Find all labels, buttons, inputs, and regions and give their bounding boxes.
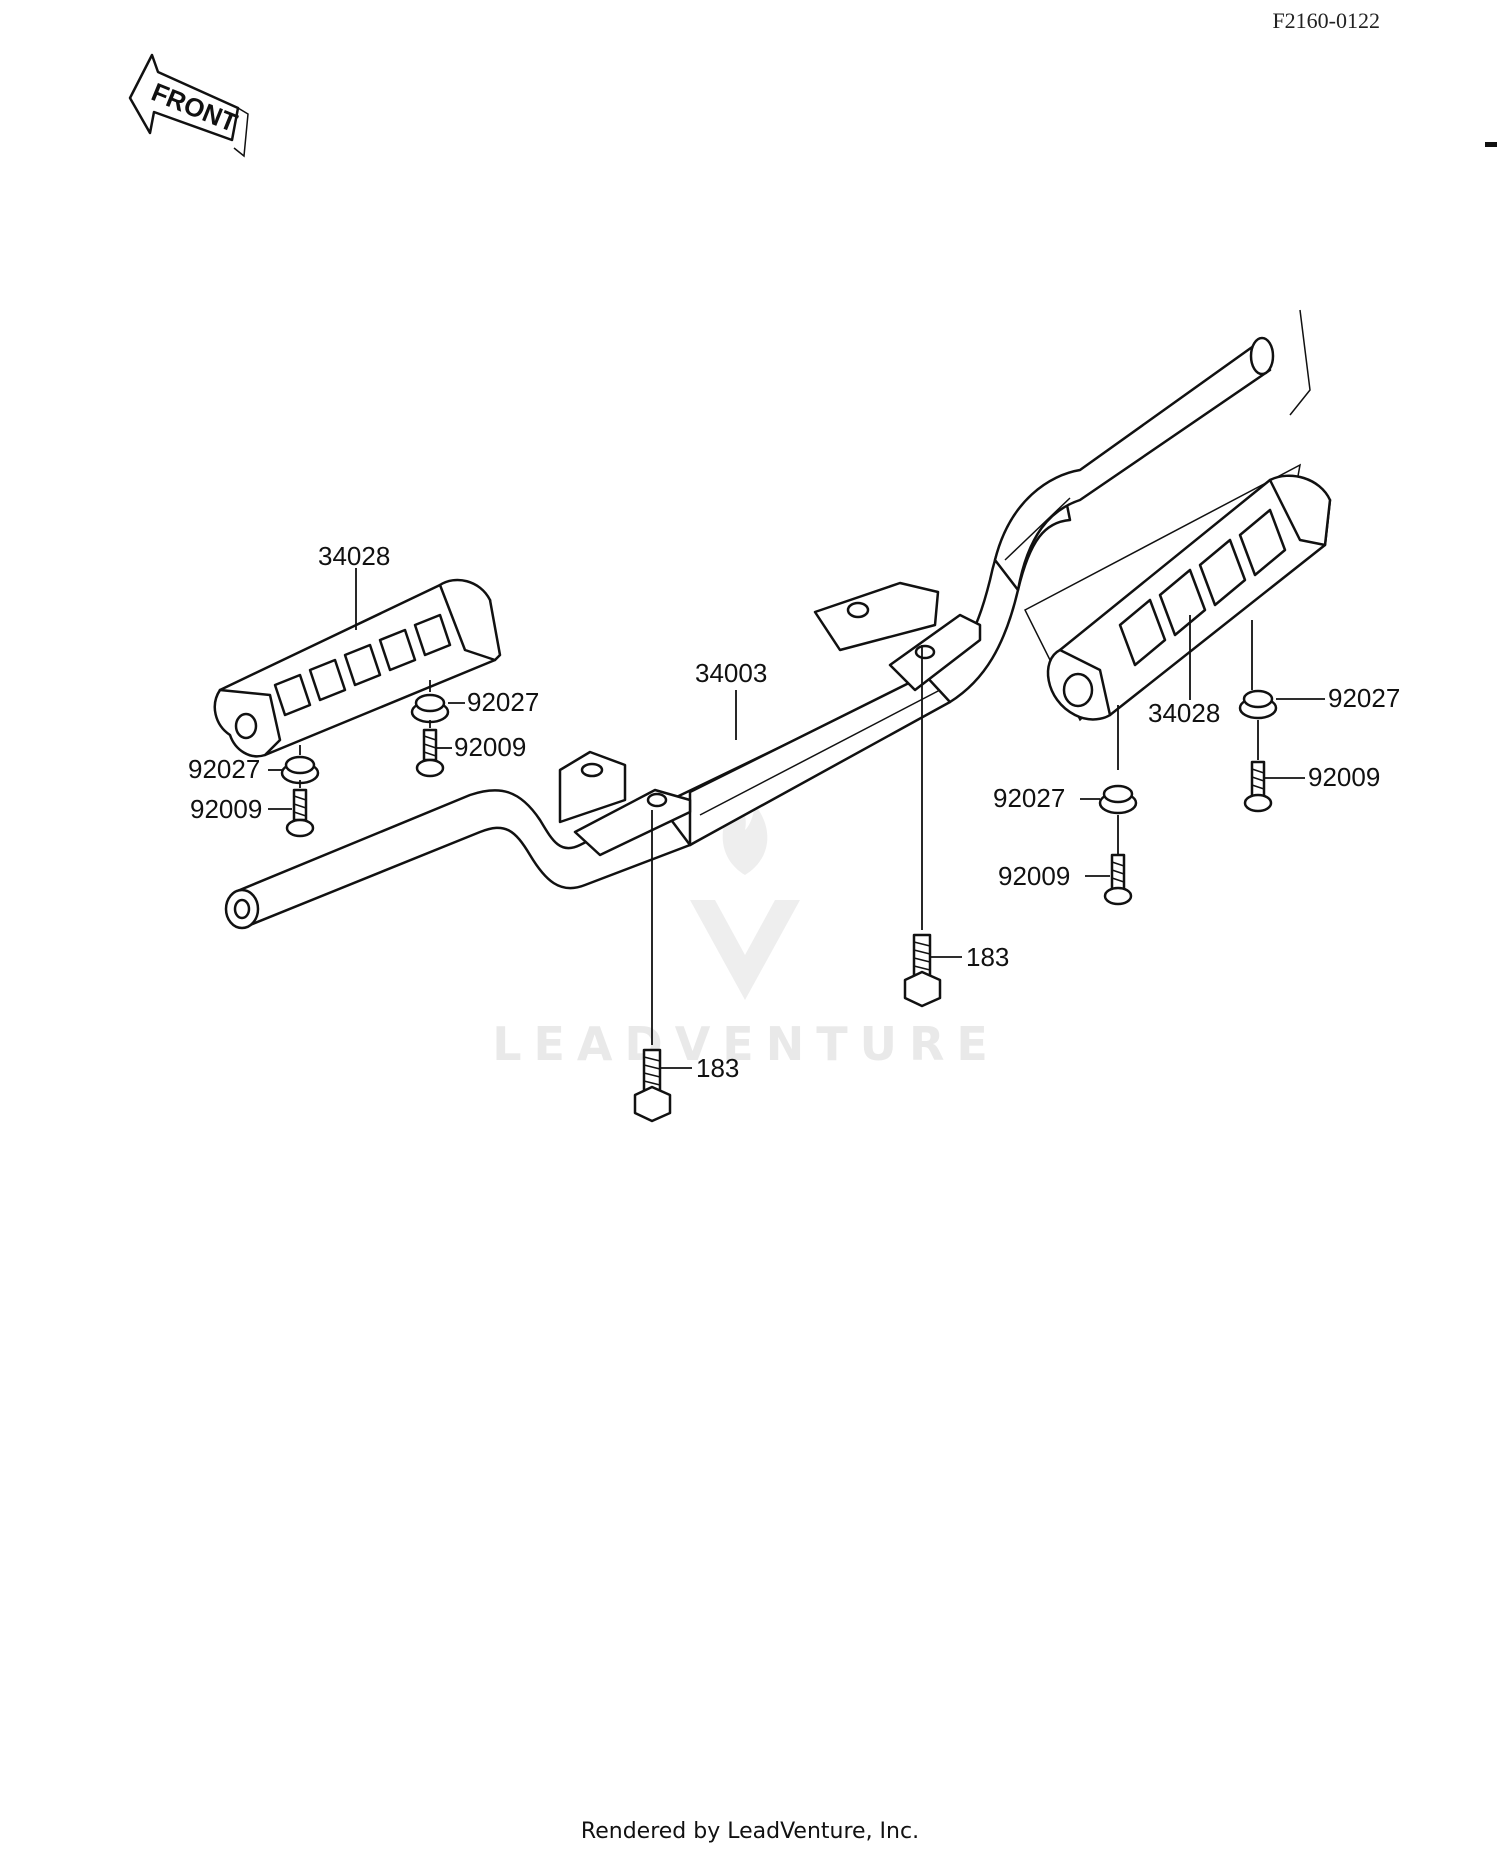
footpeg-right (1024, 309, 1332, 722)
label-92009-right-top: 92009 (1308, 762, 1380, 792)
screw-left-top (415, 728, 445, 778)
label-183-right: 183 (966, 942, 1009, 972)
bracket-left (558, 750, 627, 824)
bracket-right (813, 581, 940, 652)
label-34003: 34003 (695, 658, 767, 688)
label-92009-left-bottom: 92009 (190, 794, 262, 824)
washer-left-bottom (280, 755, 320, 785)
screw-right-top (1243, 760, 1273, 813)
label-92009-left-top: 92009 (454, 732, 526, 762)
label-92027-right-bottom: 92027 (993, 783, 1065, 813)
screw-right-bottom (1103, 853, 1133, 906)
part-labels: 34028 34003 34028 92027 92009 92027 9200… (188, 541, 1400, 1083)
washer-right-bottom (1098, 784, 1138, 815)
front-label: FRONT (147, 77, 241, 138)
hardware (280, 689, 1278, 1123)
bar-right-end (1249, 336, 1275, 376)
washer-left-top (410, 693, 450, 724)
screw-left-bottom (285, 788, 315, 838)
bar-left-end (224, 888, 260, 930)
leader-lines (268, 568, 1325, 1069)
bolt-183-left (633, 1048, 672, 1123)
diagram-code: F2160-0122 (1272, 8, 1380, 33)
label-92027-left-top: 92027 (467, 687, 539, 717)
label-34028-left: 34028 (318, 541, 390, 571)
label-34028-right: 34028 (1148, 698, 1220, 728)
footrest-bar (224, 336, 1275, 930)
footer-credit: Rendered by LeadVenture, Inc. (581, 1819, 919, 1844)
bolt-183-right (903, 933, 942, 1008)
front-arrow-icon: FRONT (128, 53, 249, 158)
watermark-text: LEADVENTURE (492, 1017, 1000, 1071)
label-183-left: 183 (696, 1053, 739, 1083)
edge-mark (1485, 142, 1497, 147)
watermark: LEADVENTURE (492, 800, 1000, 1071)
label-92027-right-top: 92027 (1328, 683, 1400, 713)
washer-right-top (1238, 689, 1278, 720)
label-92009-right-bottom: 92009 (998, 861, 1070, 891)
footpeg-left (213, 578, 502, 758)
label-92027-left-bottom: 92027 (188, 754, 260, 784)
